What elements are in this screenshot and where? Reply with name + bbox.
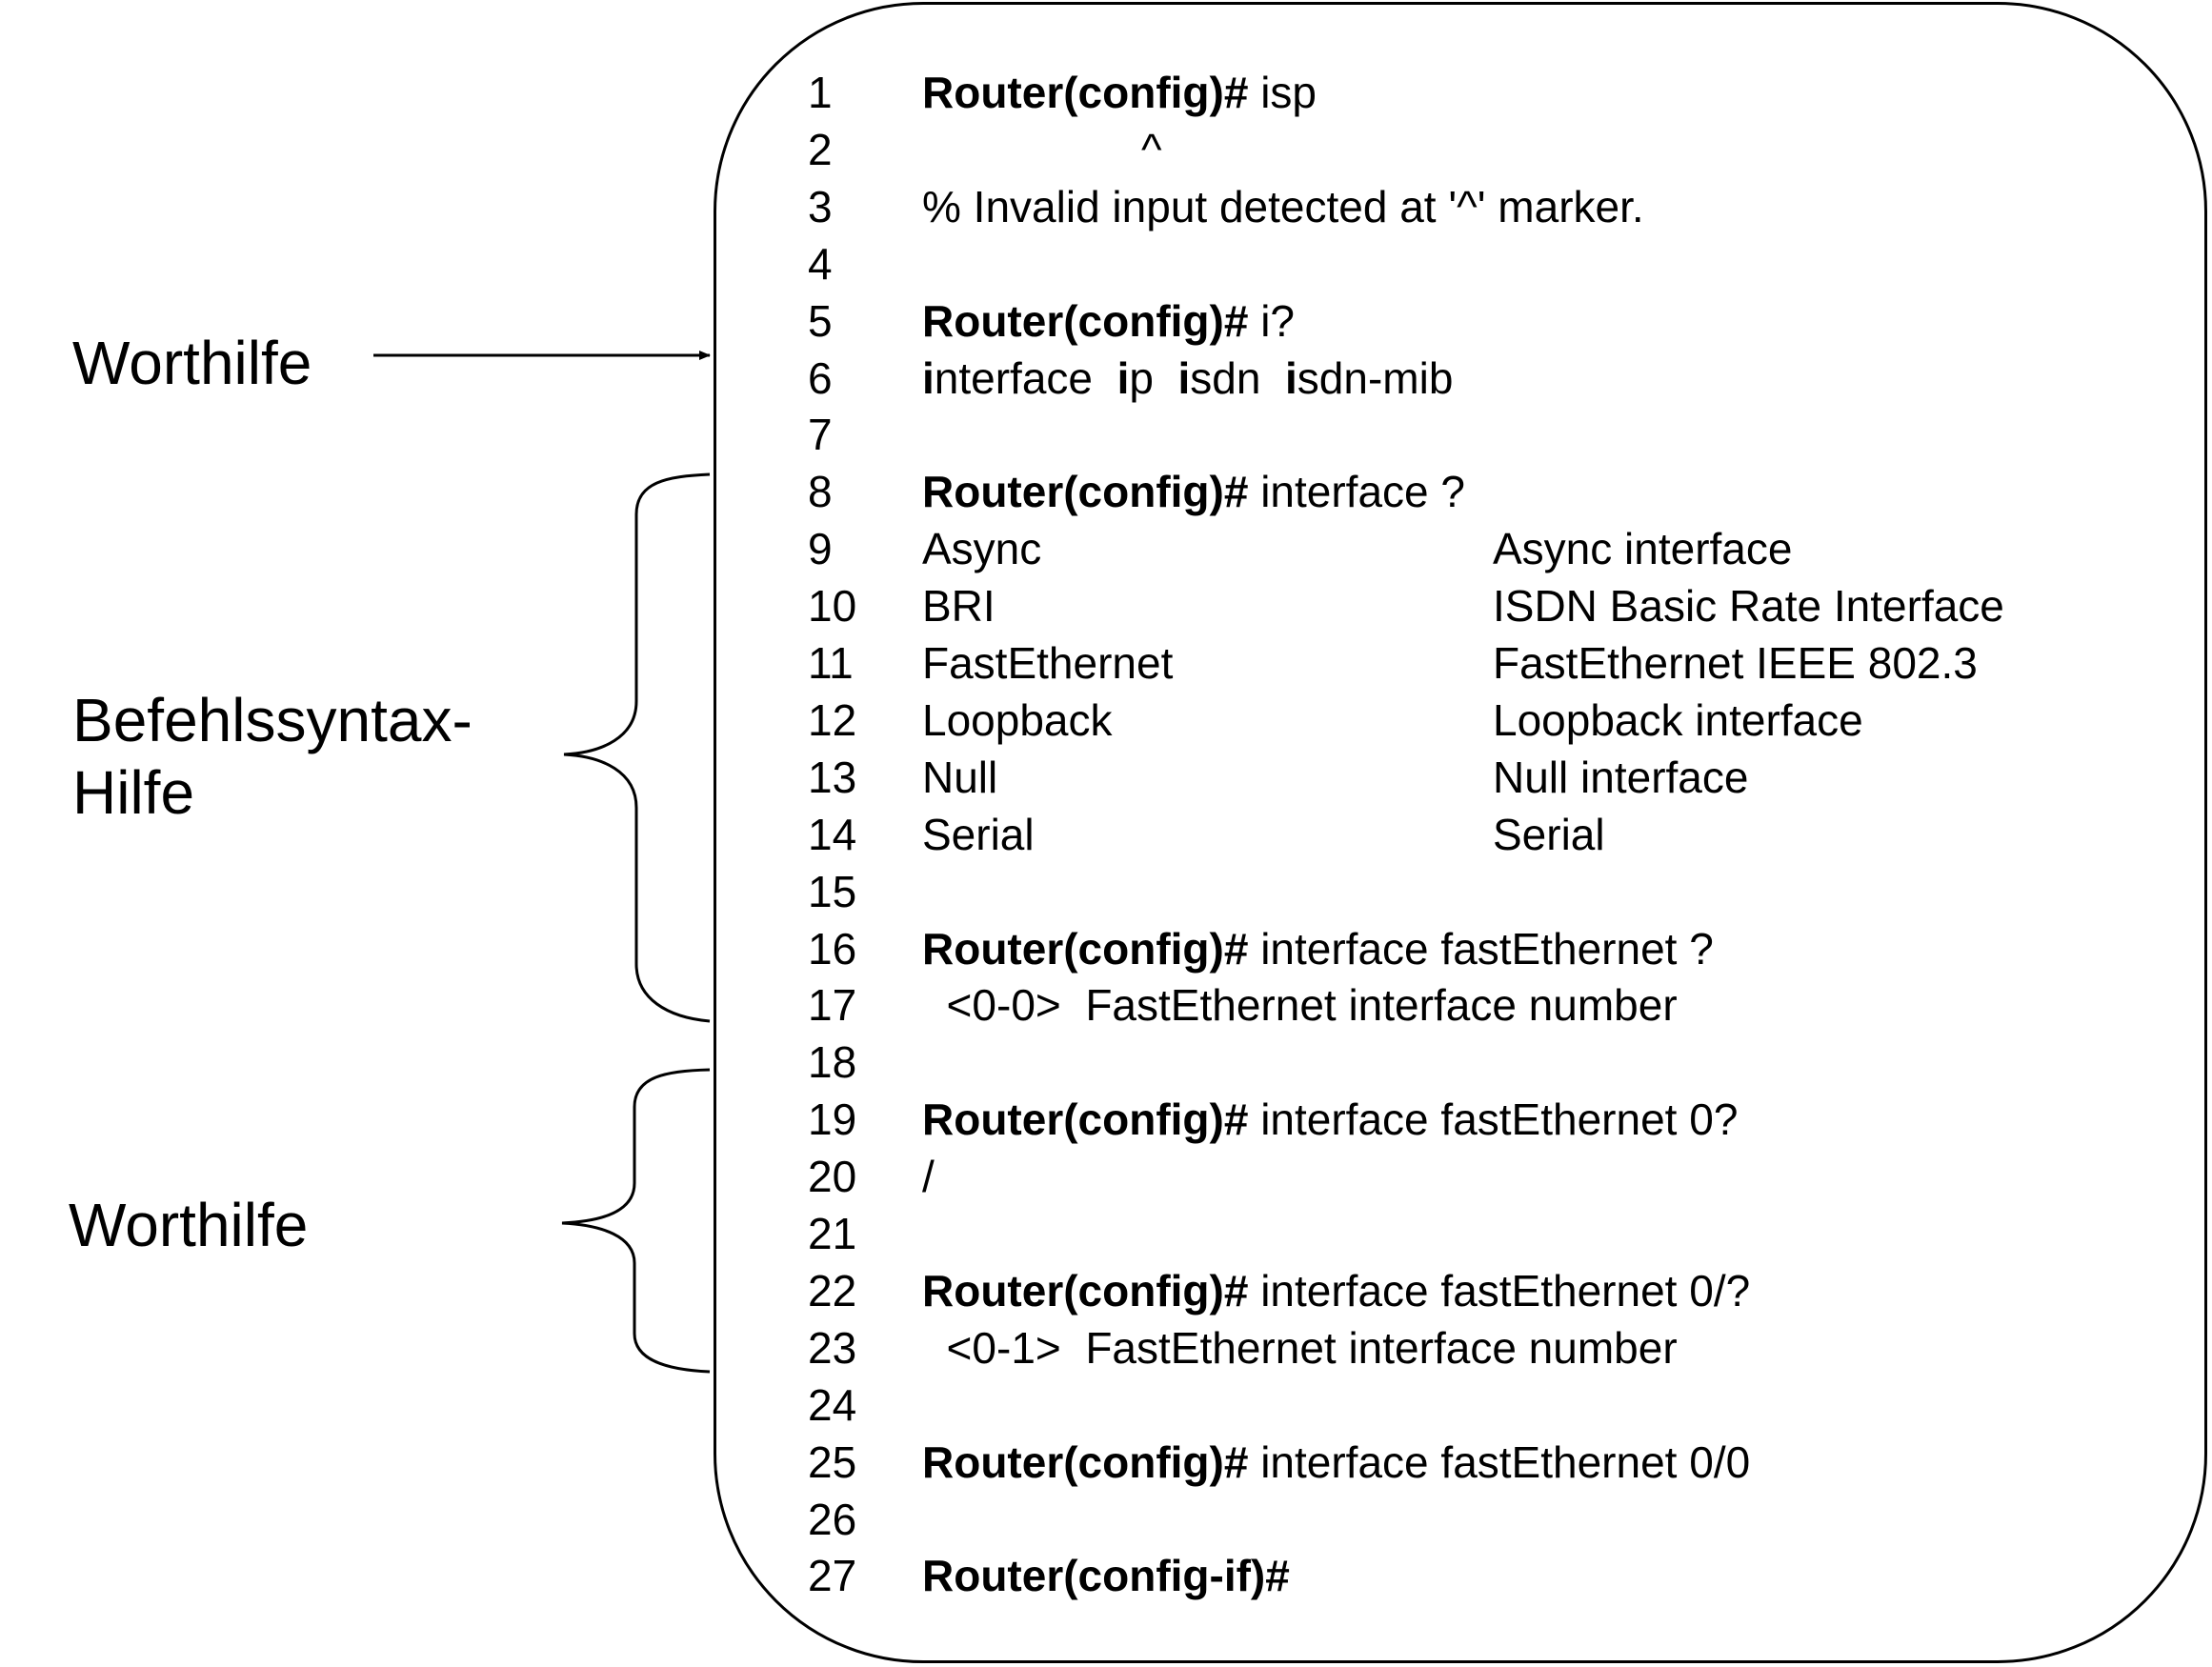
cli-prompt: Router(config)# [922, 1437, 1249, 1487]
cli-command: i? [1248, 296, 1296, 346]
cli-output: <0-0> FastEthernet interface number [922, 980, 1678, 1030]
cli-command: interface fastEthernet 0/0 [1248, 1437, 1751, 1487]
line-number: 15 [808, 867, 857, 916]
cli-command: interface fastEthernet 0/? [1248, 1266, 1751, 1316]
line-number: 19 [808, 1095, 857, 1144]
line-number: 26 [808, 1495, 857, 1544]
cli-prompt: Router(config-if)# [922, 1551, 1290, 1600]
cli-output: ^ [922, 125, 1162, 174]
cli-text: / [922, 1148, 935, 1205]
cli-text: % Invalid input detected at '^' marker. [922, 178, 1644, 235]
cli-text: FastEthernet [922, 634, 1173, 692]
cli-segment: nterface [934, 353, 1117, 403]
line-number: 20 [808, 1152, 857, 1201]
cli-text: <0-0> FastEthernet interface number [922, 976, 1678, 1034]
line-number: 7 [808, 410, 833, 459]
word-help-label-bottom: Worthilfe [69, 1191, 309, 1259]
cli-text: ^ [922, 121, 1162, 178]
line-number: 27 [808, 1551, 857, 1600]
line-number: 13 [808, 753, 857, 802]
cli-command: isp [1248, 68, 1317, 117]
cli-output: <0-1> FastEthernet interface number [922, 1323, 1678, 1373]
line-number: 5 [808, 296, 833, 346]
cli-prompt: Router(config)# [922, 467, 1249, 516]
cli-text: <0-1> FastEthernet interface number [922, 1319, 1678, 1376]
line-number: 8 [808, 467, 833, 516]
cli-description: FastEthernet IEEE 802.3 [1493, 638, 1978, 688]
line-number: 4 [808, 239, 833, 289]
cli-text: Router(config)# interface fastEthernet 0… [922, 1091, 1738, 1148]
line-number: 18 [808, 1037, 857, 1087]
line-number: 12 [808, 695, 857, 745]
cli-output: Loopback [922, 695, 1113, 745]
cli-description: ISDN Basic Rate Interface [1493, 581, 2004, 631]
line-number: 24 [808, 1380, 857, 1430]
cli-text: Router(config)# interface ? [922, 463, 1465, 520]
cli-text: Router(config)# isp [922, 64, 1317, 121]
cli-segment: i [1285, 353, 1297, 403]
cli-description: Async interface [1493, 524, 1793, 573]
cli-output: Async [922, 524, 1042, 573]
line-number: 22 [808, 1266, 857, 1316]
cli-text: Null [922, 749, 997, 806]
cli-text: interface ip isdn isdn-mib [922, 350, 1453, 407]
cli-segment: p [1129, 353, 1178, 403]
line-number: 2 [808, 125, 833, 174]
line-number: 6 [808, 353, 833, 403]
cli-text: Async [922, 520, 1041, 577]
cli-segment: sdn-mib [1297, 353, 1454, 403]
line-number: 9 [808, 524, 833, 573]
cli-description: Null interface [1493, 753, 1749, 802]
syntax-help-label-line1: Befehlssyntax- [72, 686, 473, 754]
syntax-help-label: Befehlssyntax- Hilfe [72, 684, 473, 829]
cli-output: FastEthernet [922, 638, 1174, 688]
cli-segment: i [1116, 353, 1130, 403]
line-number: 3 [808, 182, 833, 231]
cli-command: interface ? [1248, 467, 1465, 516]
cli-description: Serial [1493, 810, 1605, 859]
cli-prompt: Router(config)# [922, 296, 1249, 346]
cli-output: Serial [922, 810, 1035, 859]
cli-segment: i [922, 353, 935, 403]
cli-output: % Invalid input detected at '^' marker. [922, 182, 1644, 231]
cli-text: Router(config)# i? [922, 292, 1295, 350]
cli-segment: sdn [1190, 353, 1286, 403]
cli-text: Router(config)# interface fastEthernet 0… [922, 1434, 1750, 1491]
line-number: 1 [808, 68, 833, 117]
cli-command: interface fastEthernet 0? [1248, 1095, 1739, 1144]
word-help-label-top: Worthilfe [72, 329, 312, 397]
syntax-help-label-line2: Hilfe [72, 758, 195, 827]
cli-prompt: Router(config)# [922, 1266, 1249, 1316]
cli-description: Loopback interface [1493, 695, 1863, 745]
line-number: 11 [808, 638, 854, 688]
cli-output-panel [714, 2, 2207, 1663]
line-number: 10 [808, 581, 857, 631]
word-help-brace [561, 1068, 711, 1374]
cli-prompt: Router(config)# [922, 1095, 1249, 1144]
cli-text: Router(config)# interface fastEthernet ? [922, 920, 1714, 977]
line-number: 16 [808, 924, 857, 974]
line-number: 17 [808, 980, 857, 1030]
cli-text: Serial [922, 806, 1035, 863]
cli-text: Loopback [922, 692, 1113, 749]
cli-segment: i [1177, 353, 1191, 403]
cli-text: Router(config-if)# [922, 1547, 1290, 1604]
cli-text: BRI [922, 577, 995, 634]
line-number: 14 [808, 810, 857, 859]
line-number: 23 [808, 1323, 857, 1373]
cli-prompt: Router(config)# [922, 68, 1249, 117]
syntax-help-brace [563, 472, 711, 1023]
cli-output: BRI [922, 581, 995, 631]
line-number: 25 [808, 1437, 857, 1487]
cli-output: / [922, 1152, 935, 1201]
line-number: 21 [808, 1209, 857, 1258]
cli-output: Null [922, 753, 998, 802]
cli-command: interface fastEthernet ? [1248, 924, 1714, 974]
cli-text: Router(config)# interface fastEthernet 0… [922, 1262, 1750, 1319]
cli-prompt: Router(config)# [922, 924, 1249, 974]
